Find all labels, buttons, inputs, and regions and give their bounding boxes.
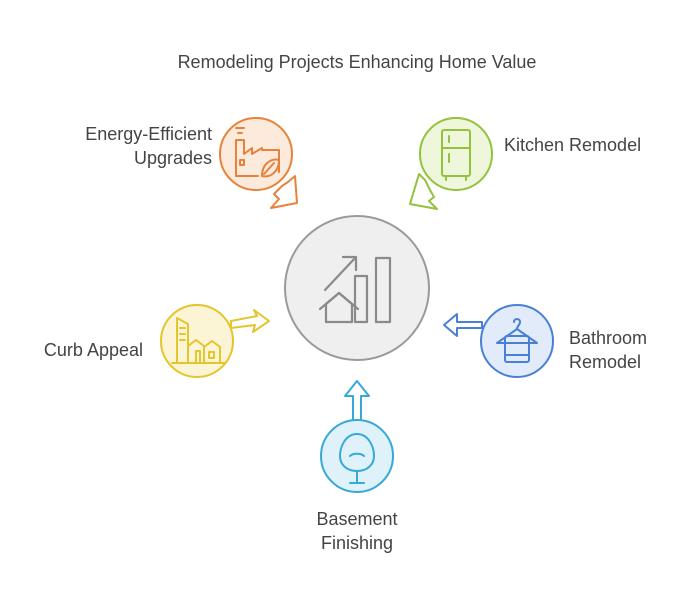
center-node — [284, 215, 430, 361]
basement-finishing-node — [320, 380, 394, 493]
bathroom-label-line2: Remodel — [569, 352, 642, 372]
bathroom-remodel-label: Bathroom Remodel — [569, 326, 647, 374]
basement-finishing-label: Basement Finishing — [277, 507, 437, 555]
kitchen-arrow — [409, 173, 438, 210]
house-value-growth-chart-icon — [318, 255, 392, 324]
basement-label-line2: Finishing — [320, 533, 394, 553]
curb-appeal-node — [160, 304, 270, 378]
bathroom-arrow — [443, 313, 483, 337]
diagram-title: Remodeling Projects Enhancing Home Value — [177, 52, 537, 72]
bathroom-remodel-node — [443, 304, 554, 378]
towel-hanger-icon — [496, 318, 538, 363]
energy-efficient-upgrades-node — [219, 117, 298, 209]
kitchen-remodel-node — [409, 117, 493, 210]
curb-appeal-arrow — [230, 309, 270, 333]
bathroom-label-line1: Bathroom — [569, 328, 648, 348]
kitchen-remodel-label: Kitchen Remodel — [504, 133, 641, 157]
energy-label-line2: Upgrades — [133, 148, 212, 168]
energy-label-line1: Energy-Efficient — [85, 124, 212, 144]
energy-arrow — [270, 175, 298, 209]
basement-label-line1: Basement — [316, 509, 398, 529]
refrigerator-icon — [441, 129, 471, 181]
factory-leaf-icon — [235, 127, 280, 178]
curb-appeal-label-line1: Curb Appeal — [43, 340, 143, 360]
kitchen-label-line1: Kitchen Remodel — [504, 135, 642, 155]
houses-buildings-icon — [171, 317, 225, 364]
energy-efficient-upgrades-label: Energy-Efficient Upgrades — [85, 122, 212, 170]
curb-appeal-label: Curb Appeal — [44, 338, 143, 362]
basement-arrow — [344, 380, 370, 426]
lamp-icon — [339, 433, 375, 484]
